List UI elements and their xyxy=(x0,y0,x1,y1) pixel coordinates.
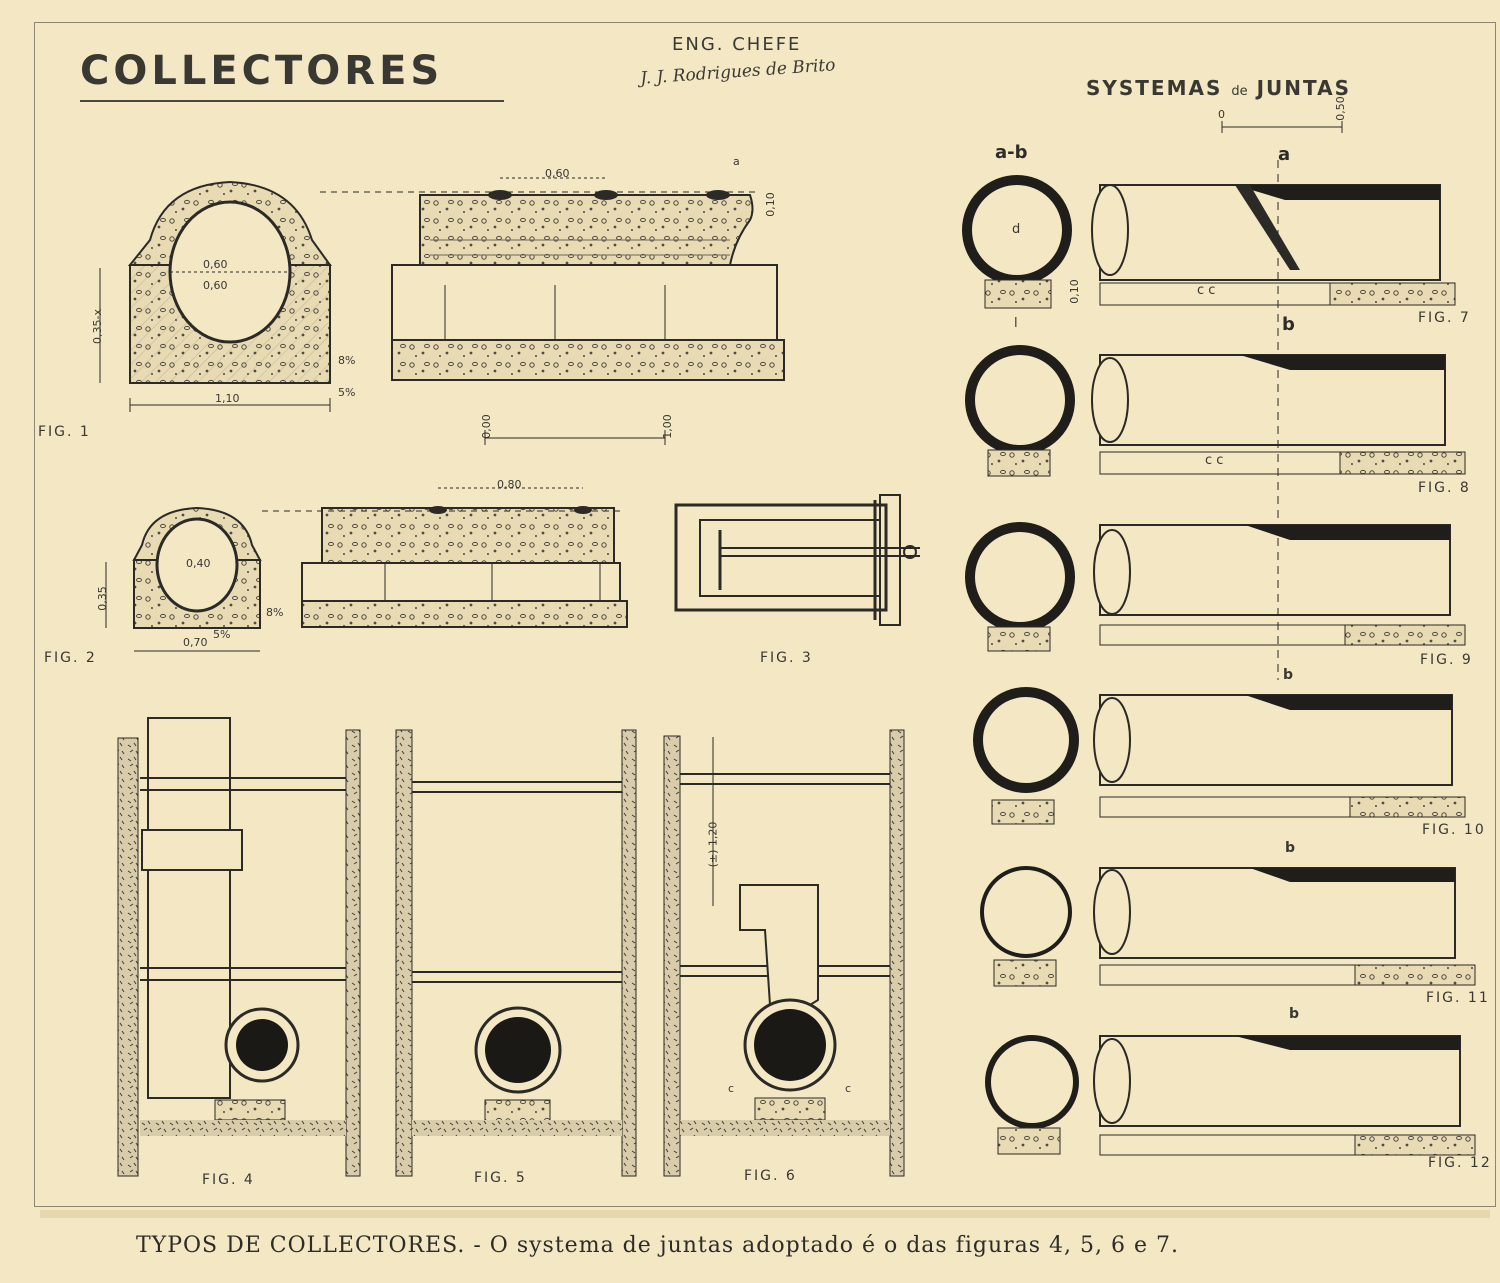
title-underline xyxy=(80,100,504,102)
joints-title-part-1: SYSTEMAS xyxy=(1086,76,1223,100)
dim-fig6-height: (±) 1,20 xyxy=(706,821,720,868)
joints-title-part-2: de xyxy=(1231,84,1248,99)
joint-scale-start: 0 xyxy=(1218,108,1225,121)
dim-fig1-thickness: 0,10 xyxy=(763,192,777,217)
fig9-label: FIG. 9 xyxy=(1420,652,1473,668)
fig5-trench xyxy=(395,729,637,1177)
dim-fig6-c-right: c xyxy=(845,1082,852,1095)
joint-section-ab: a-b xyxy=(995,142,1028,163)
fig11-label: FIG. 11 xyxy=(1426,990,1490,1006)
fig2-elevation xyxy=(262,487,628,628)
joint-section-b: b xyxy=(1282,314,1295,335)
joint-row-10 xyxy=(973,687,1466,825)
joint12-b: b xyxy=(1289,1006,1300,1022)
fig6-label: FIG. 6 xyxy=(744,1168,797,1184)
fig4-trench xyxy=(117,717,361,1177)
dim-fig1-inner-top: 0,60 xyxy=(203,258,228,271)
fig12-label: FIG. 12 xyxy=(1428,1155,1492,1171)
scale-end: 1,00 xyxy=(660,414,674,439)
fig1-elevation xyxy=(320,177,785,445)
plate-border xyxy=(34,22,1496,1207)
joint-row-12 xyxy=(985,1035,1476,1156)
dim-fig2-slope-side: 8% xyxy=(266,606,284,619)
dim-fig1-height: 0,35-x xyxy=(90,309,104,344)
fig10-label: FIG. 10 xyxy=(1422,822,1486,838)
fig1-label: FIG. 1 xyxy=(38,424,91,440)
fig1-section xyxy=(99,180,332,412)
dim-fig6-c-left: c xyxy=(728,1082,735,1095)
joint-length-l: l xyxy=(1014,316,1018,331)
fig2-label: FIG. 2 xyxy=(44,650,97,666)
plate-title: COLLECTORES xyxy=(80,48,444,94)
joint11-b: b xyxy=(1285,840,1296,856)
chief-engineer-label: ENG. CHEFE xyxy=(672,34,802,55)
fig6-trench xyxy=(663,729,905,1177)
dim-fig1-slope-bottom: 5% xyxy=(338,386,356,399)
joint-scale-end: 0,50 xyxy=(1333,96,1347,121)
joint-diameter-d: d xyxy=(1012,222,1021,237)
fig4-label: FIG. 4 xyxy=(202,1172,255,1188)
fig3-label: FIG. 3 xyxy=(760,650,813,666)
fig7-label: FIG. 7 xyxy=(1418,310,1471,326)
dim-fig2-slope-bottom: 5% xyxy=(213,628,231,641)
joint-height-010: 0,10 xyxy=(1067,279,1081,304)
joint-section-a: a xyxy=(1278,144,1291,165)
joint-row-9 xyxy=(965,522,1466,652)
joints-title-part-3: JUNTAS xyxy=(1256,76,1351,100)
dim-fig1-a-mark: a xyxy=(733,155,740,168)
dim-fig1-width: 1,10 xyxy=(215,392,240,405)
dim-fig2-width: 0,70 xyxy=(183,636,208,649)
joint10-b: b xyxy=(1283,667,1294,683)
dim-fig2-height: 0,35 xyxy=(95,586,109,611)
joint8-cc: c c xyxy=(1205,453,1224,468)
caption-band xyxy=(40,1210,1490,1218)
fig8-label: FIG. 8 xyxy=(1418,480,1471,496)
joint7-cc: c c xyxy=(1197,283,1216,298)
joint-row-11 xyxy=(980,866,1476,987)
dim-fig1-inner-bottom: 0,60 xyxy=(203,279,228,292)
plate-caption: TYPOS DE COLLECTORES. - O systema de jun… xyxy=(136,1233,1180,1258)
joint-row-7 xyxy=(962,175,1456,309)
scale-start: 0,00 xyxy=(479,414,493,439)
dim-fig1-slope-top: 8% xyxy=(338,354,356,367)
fig5-label: FIG. 5 xyxy=(474,1170,527,1186)
dim-fig2-inner: 0,40 xyxy=(186,557,211,570)
joints-section-title: SYSTEMAS de JUNTAS xyxy=(1086,76,1351,100)
fig3-joint-tool xyxy=(674,494,920,626)
dim-fig1-spacing: 0,60 xyxy=(545,167,570,180)
dim-fig2-spacing: 0,80 xyxy=(497,478,522,491)
joints-scale xyxy=(1221,121,1343,133)
joint-row-8 xyxy=(965,345,1466,477)
fig2-section xyxy=(105,506,262,652)
